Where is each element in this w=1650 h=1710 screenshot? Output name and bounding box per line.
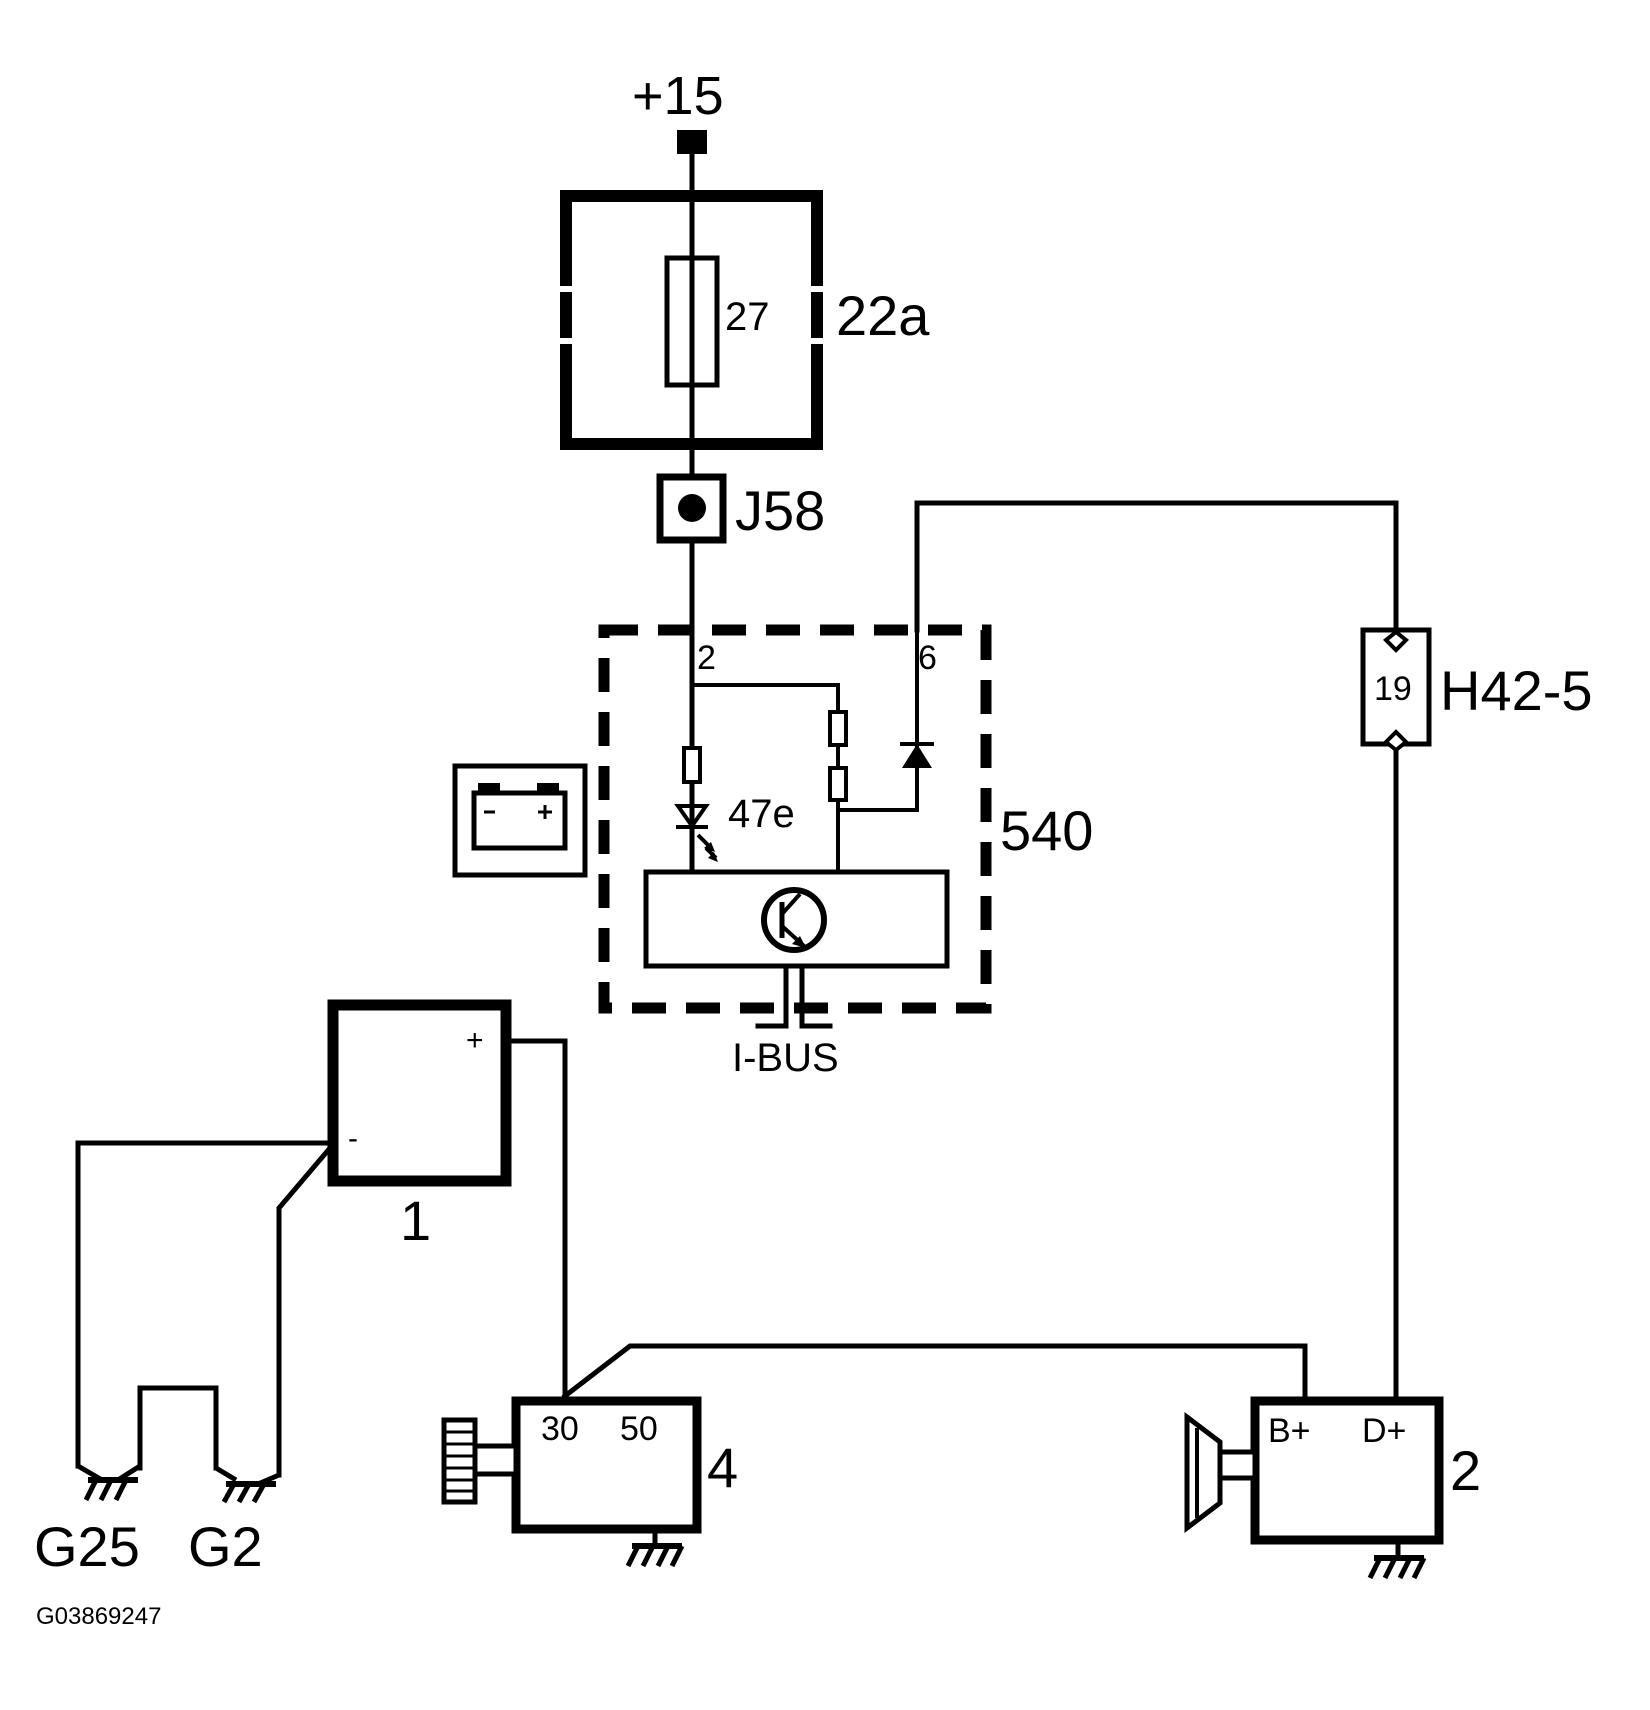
alternator-d-label: D+ — [1362, 1412, 1406, 1450]
resistor-lamp — [682, 746, 702, 784]
pulley-icon — [1184, 1411, 1258, 1534]
warning-lamp-label: 47e — [728, 792, 795, 836]
battery-plus-label: + — [466, 1024, 484, 1057]
battery-post-minus — [399, 1176, 436, 1186]
alternator-2 — [1250, 1396, 1444, 1545]
ground-icon — [76, 1463, 142, 1502]
pinion-gear-icon — [441, 1417, 519, 1505]
fuse-box-22a — [560, 190, 823, 450]
battery-icon — [452, 763, 588, 878]
alternator-label: 2 — [1450, 1439, 1481, 1502]
connector-pin-top — [1383, 629, 1409, 653]
instrument-cluster-540 — [598, 624, 992, 1014]
connector-pin-bottom — [1383, 729, 1409, 753]
instrument-cluster-label: 540 — [1000, 799, 1093, 862]
figure-id: G03869247 — [36, 1603, 161, 1630]
fuse-box-label: 22a — [836, 284, 930, 347]
resistor-lower — [828, 766, 848, 802]
ground-wire-g25 — [75, 1140, 336, 1469]
ground-icon — [1367, 1540, 1427, 1580]
transistor-icon — [761, 887, 827, 953]
led-lamp-icon — [674, 804, 718, 862]
pin-2-label: 2 — [697, 639, 716, 677]
alternator-b-label: B+ — [1268, 1412, 1311, 1450]
battery-positive-wire — [503, 1038, 568, 1400]
ground-icon — [214, 1465, 280, 1504]
i-bus-connector — [755, 963, 833, 1029]
fuse-number: 27 — [725, 295, 770, 339]
starter-label: 4 — [707, 1436, 738, 1499]
resistor-upper — [828, 710, 848, 747]
supply-label: +15 — [632, 66, 724, 126]
supply-terminal — [677, 130, 707, 154]
diode-icon — [900, 742, 934, 768]
alternator-terminal-bar — [1320, 1397, 1352, 1405]
d-plus-wire — [914, 500, 1399, 635]
cluster-internal-wiring — [690, 628, 919, 874]
ground-bridge-wire — [137, 1385, 219, 1471]
b-plus-wire — [561, 1343, 1308, 1403]
starter-term-30-label: 30 — [541, 1410, 579, 1448]
bus-label: I-BUS — [732, 1036, 839, 1080]
connector-j58-label: J58 — [735, 479, 825, 542]
ground-g2-label: G2 — [188, 1515, 263, 1578]
battery-post-plus — [501, 1038, 511, 1076]
battery-label: 1 — [400, 1189, 431, 1252]
starter-term-50-label: 50 — [620, 1410, 658, 1448]
battery-1 — [327, 999, 512, 1187]
ground-wire-g2 — [276, 1144, 334, 1478]
connector-h42-label: H42-5 — [1440, 659, 1593, 722]
starter-4 — [511, 1396, 702, 1534]
ground-g25-label: G25 — [34, 1515, 140, 1578]
ground-icon — [625, 1529, 685, 1568]
connector-pin-label: 19 — [1374, 670, 1412, 708]
pin-6-label: 6 — [918, 639, 937, 677]
battery-minus-label: - — [348, 1122, 358, 1155]
splice-dot — [678, 494, 706, 522]
